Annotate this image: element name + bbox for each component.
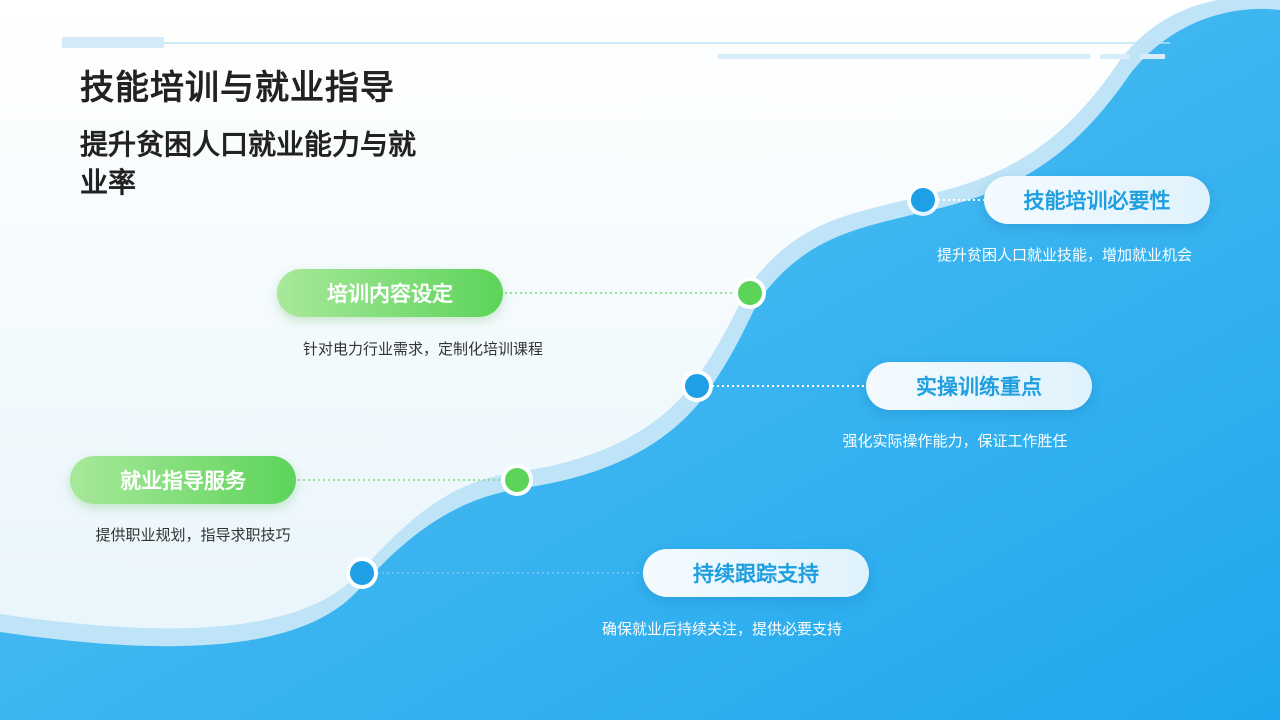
node-dot-5 [346,557,378,589]
deco-bar-top-left [62,37,164,48]
deco-bar-top-right-3 [1140,54,1165,59]
milestone-pill-1: 技能培训必要性 [984,176,1210,224]
milestone-pill-3: 实操训练重点 [866,362,1092,410]
wave-body [0,8,1280,720]
milestone-desc-5: 确保就业后持续关注，提供必要支持 [601,620,842,638]
milestone-pill-5: 持续跟踪支持 [643,549,869,597]
node-dot-1 [907,184,939,216]
page-title: 技能培训与就业指导 [80,68,395,108]
node-dot-2 [734,277,766,309]
milestone-desc-2: 针对电力行业需求，定制化培训课程 [302,340,543,358]
deco-bar-top-right-2 [1100,54,1130,59]
milestone-desc-3: 强化实际操作能力，保证工作胜任 [842,432,1068,450]
milestone-desc-1: 提升贫困人口就业技能，增加就业机会 [936,246,1192,264]
page-subtitle: 提升贫困人口就业能力与就业率 [80,128,417,199]
node-dot-4 [501,464,533,496]
node-dot-3 [681,370,713,402]
milestone-desc-4: 提供职业规划，指导求职技巧 [95,526,291,544]
deco-bar-top-right [718,54,1090,59]
milestone-pill-4: 就业指导服务 [70,456,296,504]
milestone-pill-2: 培训内容设定 [277,269,503,317]
